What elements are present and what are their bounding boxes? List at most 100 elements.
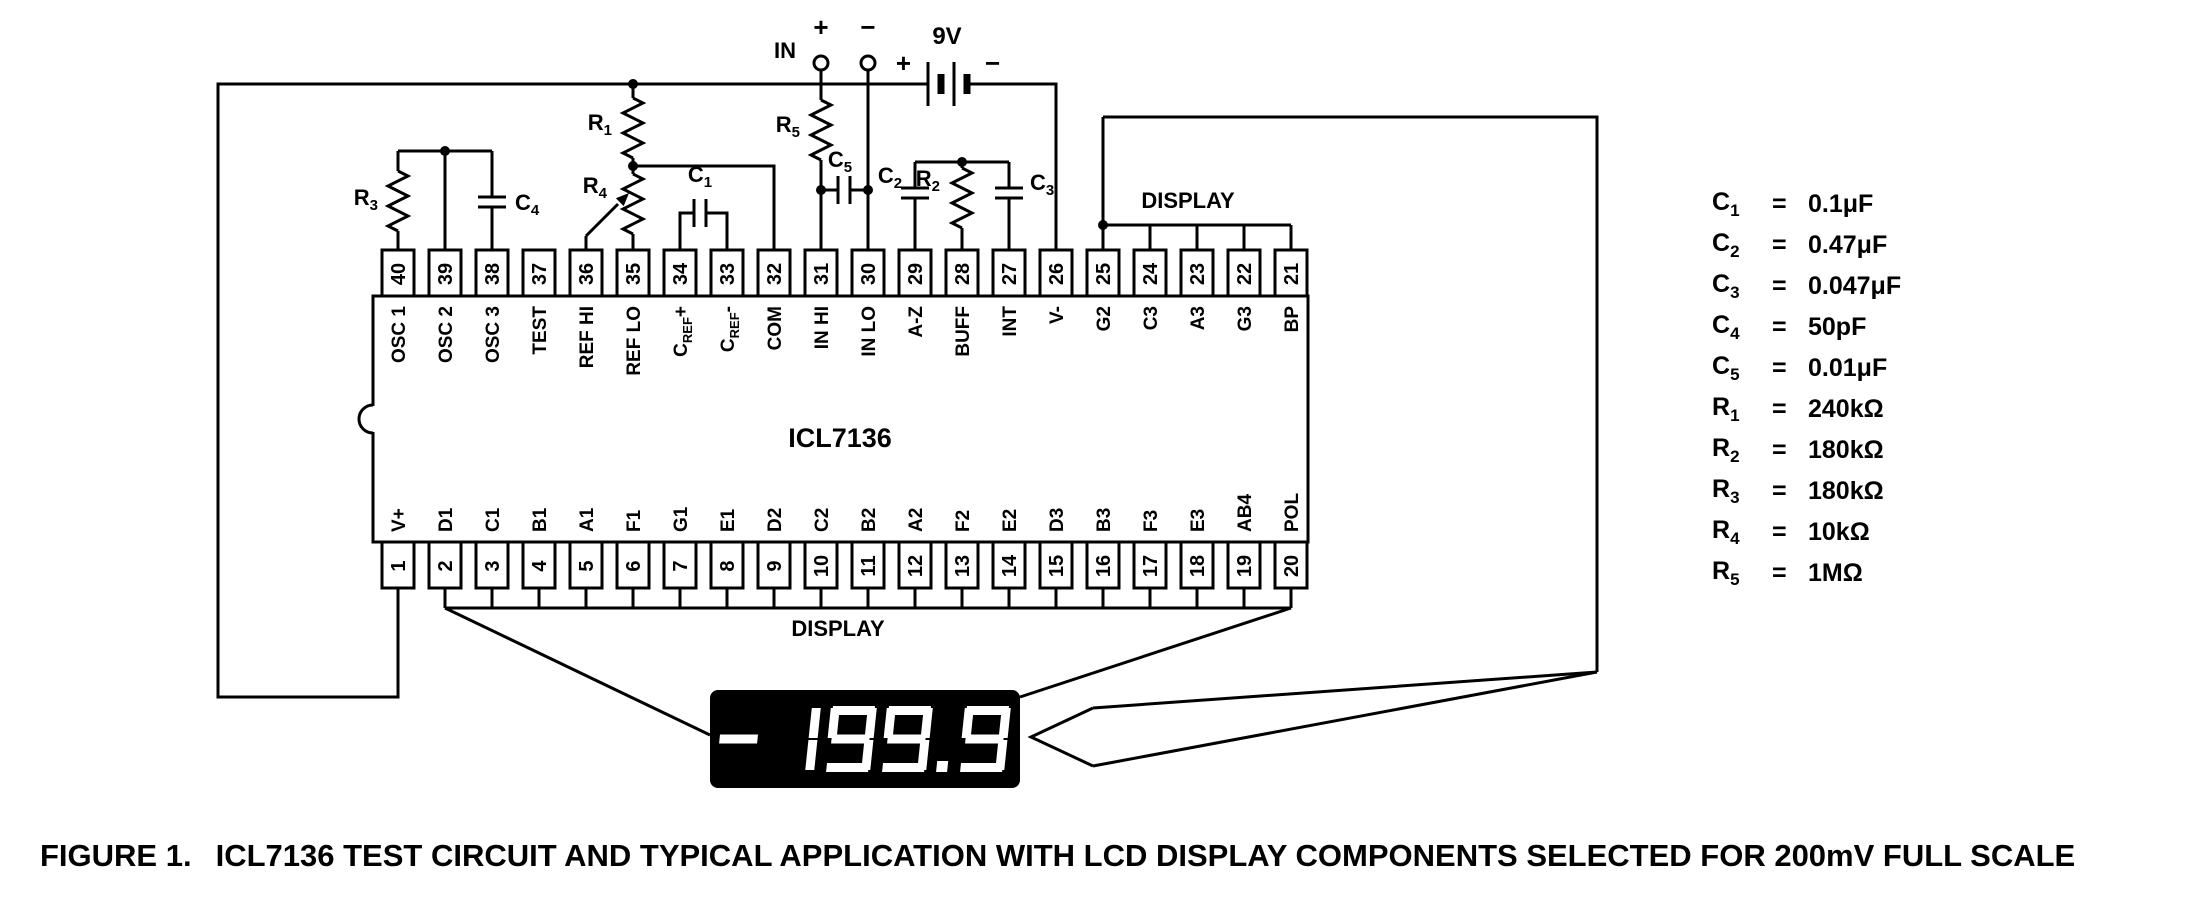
- component-symbol: C3: [1712, 270, 1740, 302]
- battery-voltage-label: 9V: [932, 23, 961, 50]
- pin-19-number: 19: [1234, 555, 1256, 577]
- lcd-digit: [882, 706, 933, 772]
- component-value: 0.1μF: [1808, 190, 1874, 218]
- pin-7-name: G1: [671, 506, 692, 532]
- component-value: 0.47μF: [1808, 231, 1888, 259]
- equals-sign: =: [1772, 559, 1787, 587]
- pin-24-number: 24: [1140, 262, 1162, 285]
- pin-25-box: [1085, 248, 1121, 298]
- pin-8: 8E1: [709, 508, 745, 608]
- pin-16-name: B3: [1094, 508, 1115, 532]
- equals-sign: =: [1772, 190, 1787, 218]
- label-c3: C3: [1030, 170, 1054, 199]
- pin-3-box: [474, 540, 510, 590]
- equals-sign: =: [1772, 313, 1787, 341]
- equals-sign: =: [1772, 395, 1787, 423]
- label-c1: C1: [688, 162, 712, 191]
- pin-14-number: 14: [999, 554, 1021, 577]
- pin-33-name: CREF-: [718, 306, 742, 352]
- pin-39-box: [427, 248, 463, 298]
- pin-31-number: 31: [811, 263, 833, 285]
- lcd-digits: [719, 706, 1011, 772]
- pin-16-number: 16: [1093, 555, 1115, 577]
- pin-30-number: 30: [858, 263, 880, 285]
- junction-dots: [440, 79, 1108, 230]
- lcd-digit: [826, 706, 877, 772]
- label-r4: R4: [583, 173, 608, 202]
- wiper-line: [584, 202, 620, 238]
- component-value: 0.01μF: [1808, 354, 1888, 382]
- figure-caption-text: ICL7136 TEST CIRCUIT AND TYPICAL APPLICA…: [215, 838, 2076, 873]
- pin-7: 7G1: [662, 506, 698, 608]
- component-value-item: R3=180kΩ: [1712, 471, 1901, 512]
- resistor-r5-symbol: [807, 98, 835, 162]
- resistor-r1-symbol: [619, 96, 647, 160]
- battery-9v: [926, 62, 971, 106]
- component-value-item: R2=180kΩ: [1712, 430, 1901, 471]
- pin-7-box: [662, 540, 698, 590]
- pin-23-number: 23: [1187, 263, 1209, 285]
- pin-29-box: [897, 248, 933, 298]
- input-label: IN: [774, 38, 796, 63]
- pin-10-box: [803, 540, 839, 590]
- pin-26-box: [1038, 248, 1074, 298]
- pin-20-box: [1273, 540, 1309, 590]
- pin-25-number: 25: [1093, 263, 1115, 285]
- pin-3-name: C1: [483, 507, 504, 532]
- potentiometer-r4-symbol: [619, 172, 647, 236]
- pin-6-box: [615, 540, 651, 590]
- pin-17-number: 17: [1140, 555, 1162, 577]
- pin-26-number: 26: [1046, 263, 1068, 285]
- pin-3: 3C1: [474, 507, 510, 608]
- pin-4-box: [521, 540, 557, 590]
- pin-26-name: V-: [1047, 306, 1068, 324]
- pin-34-name: CREF+: [671, 306, 695, 357]
- pin-31-box: [803, 248, 839, 298]
- display-arrowhead: [1027, 706, 1094, 768]
- pin-13-box: [944, 540, 980, 590]
- pin-14-box: [991, 540, 1027, 590]
- pin-29-name: A-Z: [906, 306, 927, 338]
- pin-35-box: [615, 248, 651, 298]
- lcd-digit: [805, 708, 821, 770]
- pin-16: 16 B3: [1085, 508, 1121, 608]
- pin-15-name: D3: [1047, 508, 1068, 532]
- pin-2-box: [427, 540, 463, 590]
- wire-display-loop: [1103, 115, 1599, 672]
- pin-12-name: A2: [906, 508, 927, 532]
- pin-32-name: COM: [765, 306, 786, 350]
- display-top-label: DISPLAY: [1141, 188, 1235, 213]
- component-value-item: R1=240kΩ: [1712, 389, 1901, 430]
- pin-6: 6F1: [615, 509, 651, 608]
- pin-37-number: 37: [529, 263, 551, 285]
- pin-20-name: POL: [1282, 493, 1303, 532]
- battery-minus-label: −: [985, 48, 1000, 78]
- pin-6-number: 6: [623, 560, 645, 571]
- component-value: 180kΩ: [1808, 436, 1884, 464]
- pin-21-number: 21: [1281, 263, 1303, 285]
- component-value-item: R5=1MΩ: [1712, 553, 1901, 594]
- pin-30-name: IN LO: [859, 306, 880, 357]
- label-r2: R2: [916, 166, 940, 195]
- pin-33-box: [709, 248, 745, 298]
- pin-5-number: 5: [576, 560, 598, 571]
- pin-33-number: 33: [717, 263, 739, 285]
- ic-label: ICL7136: [788, 423, 892, 453]
- label-c5: C5: [828, 147, 852, 176]
- label-c4: C4: [515, 190, 540, 219]
- lcd-digit: [960, 706, 1011, 772]
- pin-11-number: 11: [858, 555, 880, 576]
- display-bottom-label: DISPLAY: [791, 616, 885, 641]
- pin-19-name: AB4: [1235, 494, 1256, 532]
